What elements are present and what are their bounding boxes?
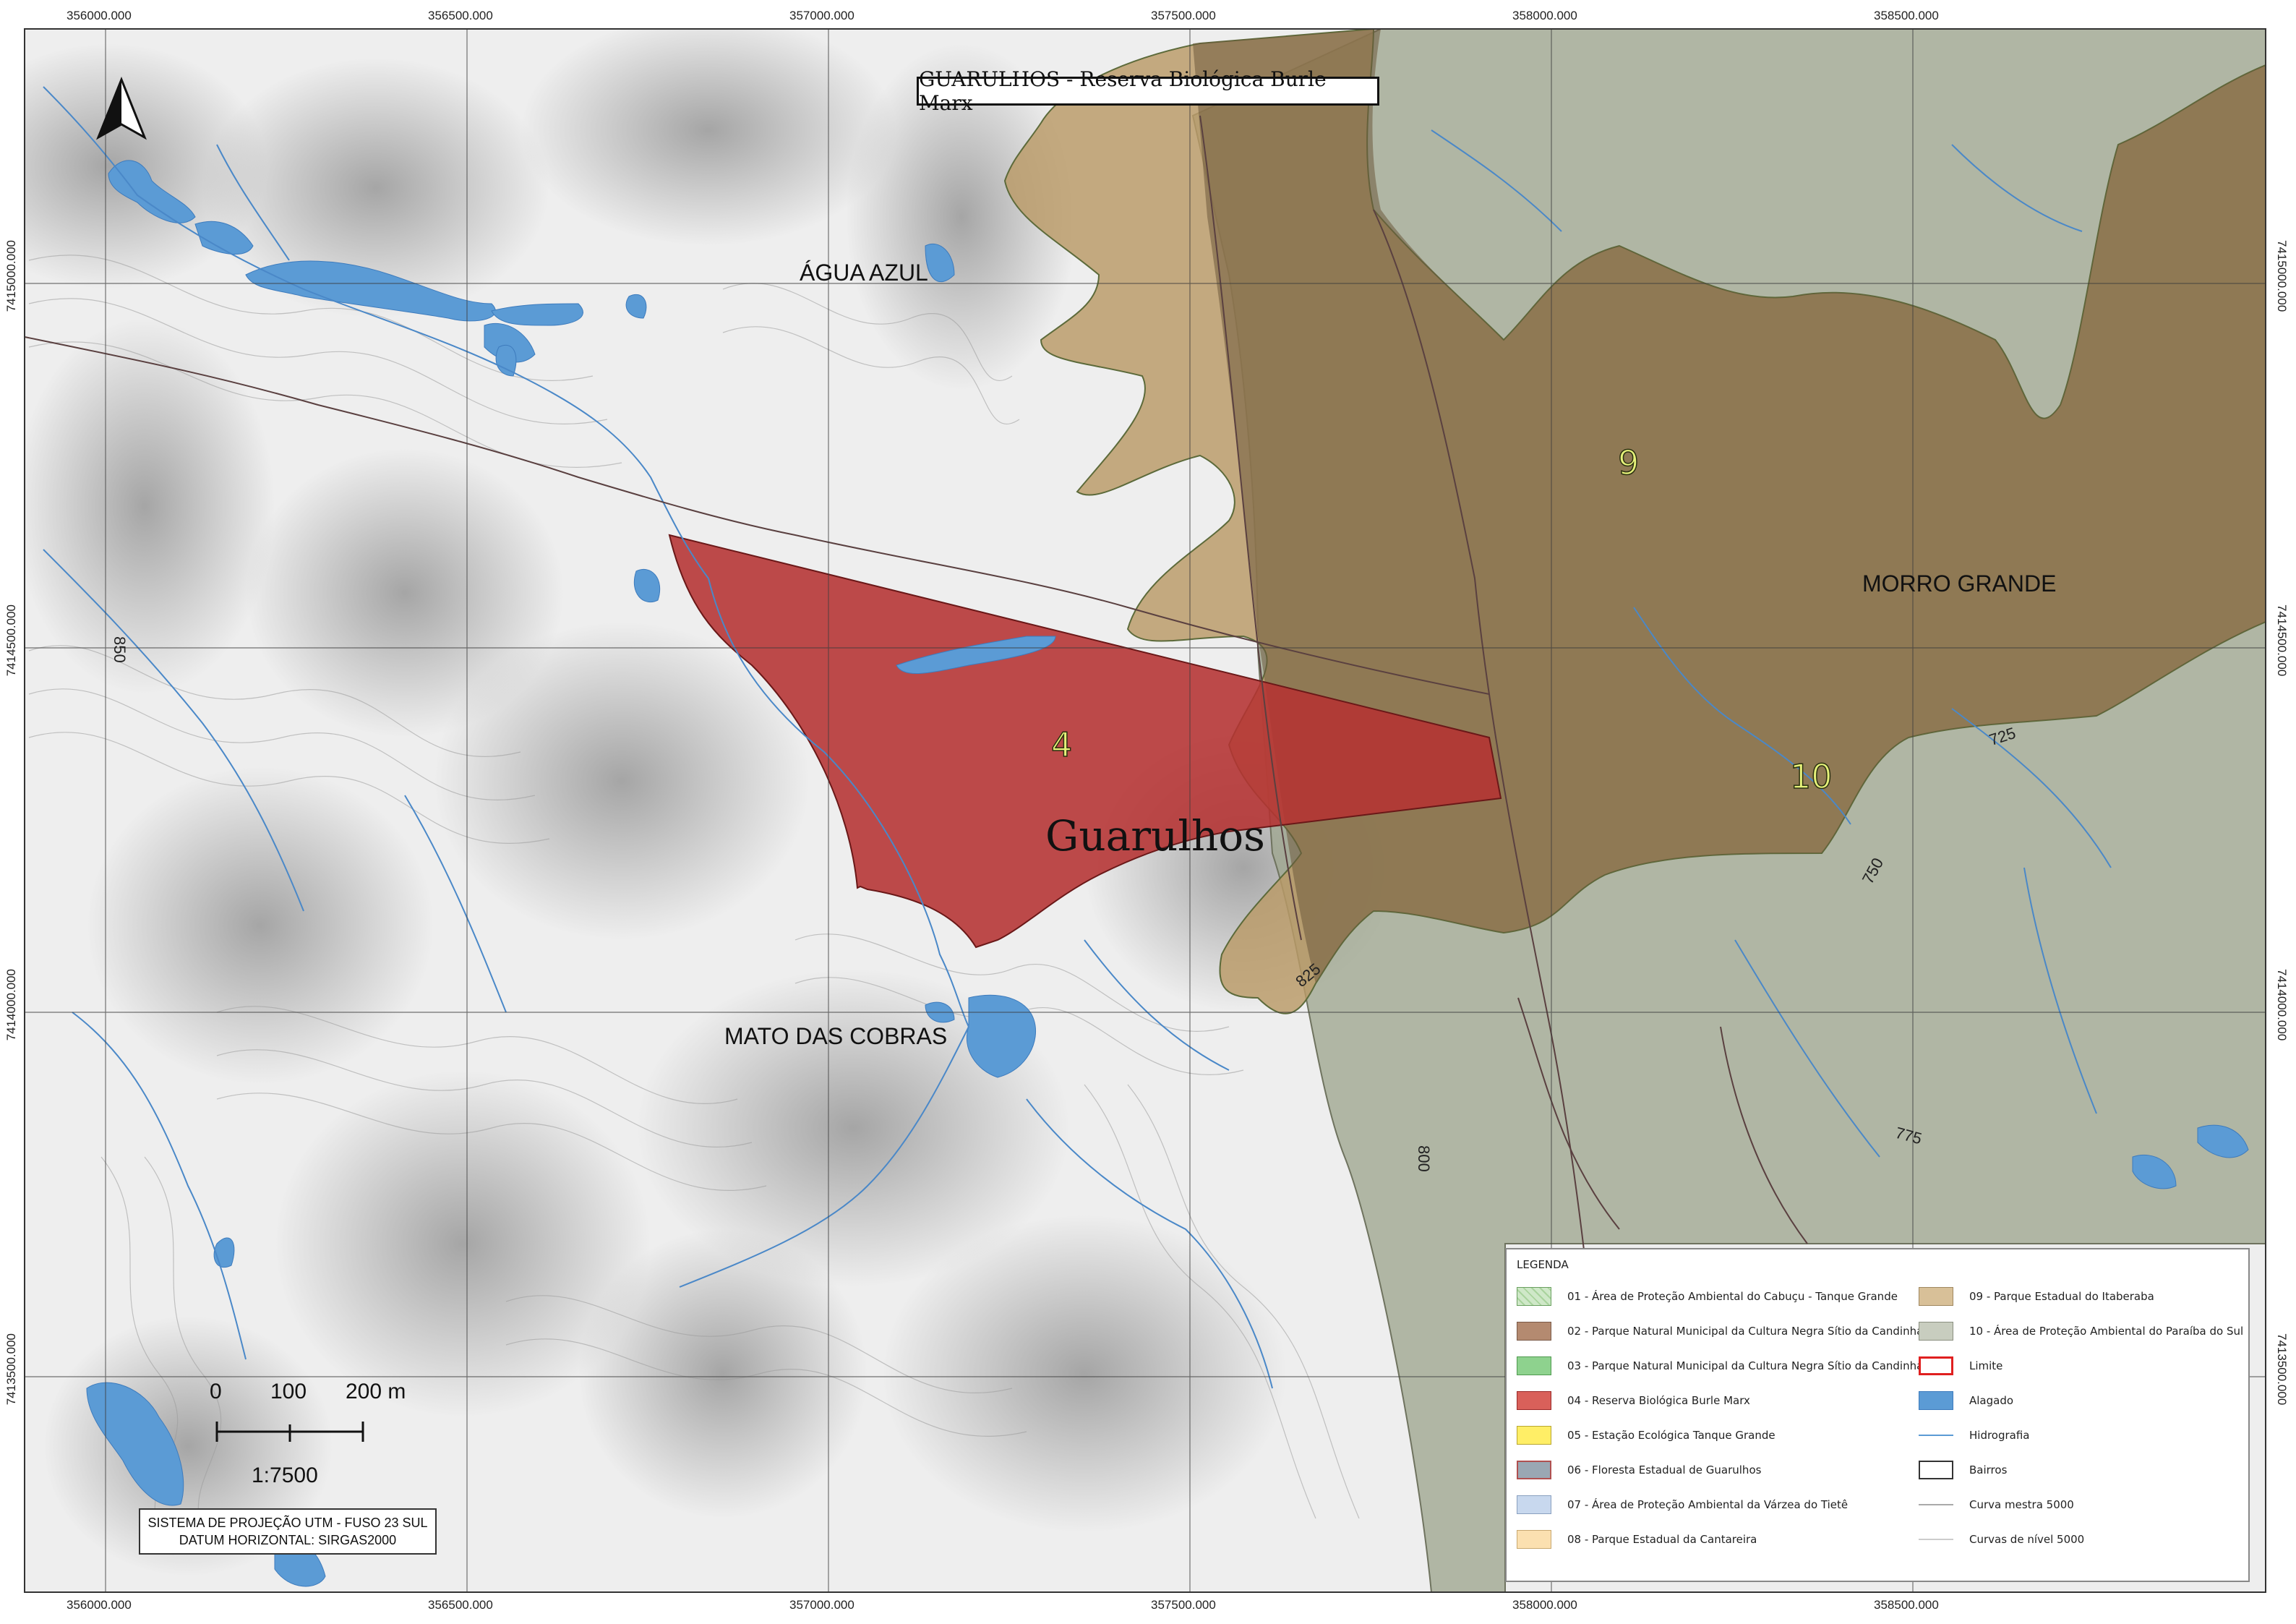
legend-label-alagado: Alagado [1969, 1394, 2014, 1407]
coord-right-2: 7414500.000 [2275, 604, 2289, 677]
legend-item-01: 01 - Área de Proteção Ambiental do Cabuç… [1517, 1286, 1898, 1307]
legend-item-08: 08 - Parque Estadual da Cantareira [1517, 1529, 1757, 1550]
coord-left-3: 7414000.000 [4, 969, 18, 1041]
legend-swatch-05 [1517, 1426, 1551, 1445]
contour-lines [28, 255, 1360, 1555]
coord-top-2: 356500.000 [428, 9, 493, 22]
legend-label-curva-mestra: Curva mestra 5000 [1969, 1498, 2074, 1511]
scale-tick-100: 100 [270, 1380, 307, 1403]
legend: LEGENDA 01 - Área de Proteção Ambiental … [1505, 1248, 2250, 1582]
projection-line-2: DATUM HORIZONTAL: SIRGAS2000 [179, 1533, 397, 1547]
legend-swatch-hidrografia [1919, 1426, 1953, 1445]
coord-bottom-3: 357000.000 [789, 1598, 854, 1612]
legend-swatch-03 [1517, 1356, 1551, 1375]
coord-top-3: 357000.000 [789, 9, 854, 22]
coord-bottom-5: 358000.000 [1512, 1598, 1577, 1612]
legend-swatch-09 [1919, 1287, 1953, 1306]
legend-swatch-04 [1517, 1391, 1551, 1410]
legend-swatch-02 [1517, 1322, 1551, 1341]
water-bodies [86, 160, 2249, 1587]
label-agua-azul: ÁGUA AZUL [800, 260, 928, 286]
coord-top-1: 356000.000 [67, 9, 132, 22]
legend-label-03: 03 - Parque Natural Municipal da Cultura… [1567, 1359, 1924, 1372]
coord-bottom-4: 357500.000 [1151, 1598, 1216, 1612]
projection-info: SISTEMA DE PROJEÇÃO UTM - FUSO 23 SUL DA… [139, 1508, 437, 1555]
legend-label-04: 04 - Reserva Biológica Burle Marx [1567, 1394, 1750, 1407]
legend-swatch-alagado [1919, 1391, 1953, 1410]
area-4-polygon [668, 534, 1502, 949]
coord-bottom-1: 356000.000 [67, 1598, 132, 1612]
scale-bar [215, 1422, 364, 1442]
legend-label-06: 06 - Floresta Estadual de Guarulhos [1567, 1463, 1762, 1476]
area-number-4: 4 [1051, 725, 1072, 764]
legend-label-08: 08 - Parque Estadual da Cantareira [1567, 1533, 1757, 1546]
legend-label-01: 01 - Área de Proteção Ambiental do Cabuç… [1567, 1290, 1898, 1303]
hydrography [43, 86, 2112, 1389]
legend-item-09: 09 - Parque Estadual do Itaberaba [1919, 1286, 2154, 1307]
legend-swatch-curva-mestra [1919, 1495, 1953, 1514]
coord-top-5: 358000.000 [1512, 9, 1577, 22]
legend-label-05: 05 - Estação Ecológica Tanque Grande [1567, 1429, 1775, 1442]
coord-left-4: 7413500.000 [4, 1333, 18, 1406]
coord-right-3: 7414000.000 [2275, 969, 2289, 1041]
legend-item-04: 04 - Reserva Biológica Burle Marx [1517, 1390, 1750, 1411]
legend-item-alagado: Alagado [1919, 1390, 2013, 1411]
label-morro-grande: MORRO GRANDE [1862, 570, 2056, 597]
legend-swatch-bairros [1919, 1461, 1953, 1479]
legend-swatch-06 [1517, 1461, 1551, 1479]
contour-label-850: 850 [111, 636, 129, 663]
legend-item-02: 02 - Parque Natural Municipal da Cultura… [1517, 1320, 1923, 1342]
scale-ratio: 1:7500 [252, 1463, 318, 1487]
legend-label-07: 07 - Área de Proteção Ambiental da Várze… [1567, 1498, 1849, 1511]
scale-tick-200: 200 m [346, 1380, 406, 1403]
roads [25, 115, 1808, 1447]
legend-label-10: 10 - Área de Proteção Ambiental do Paraí… [1969, 1325, 2244, 1338]
legend-item-curva-mestra: Curva mestra 5000 [1919, 1494, 2074, 1516]
legend-item-07: 07 - Área de Proteção Ambiental da Várze… [1517, 1494, 1848, 1516]
coord-left-2: 7414500.000 [4, 604, 18, 677]
legend-label-hidrografia: Hidrografia [1969, 1429, 2030, 1442]
coord-right-1: 7415000.000 [2275, 240, 2289, 312]
legend-swatch-07 [1517, 1495, 1551, 1514]
legend-item-03: 03 - Parque Natural Municipal da Cultura… [1517, 1355, 1923, 1377]
legend-swatch-08 [1517, 1530, 1551, 1549]
projection-line-1: SISTEMA DE PROJEÇÃO UTM - FUSO 23 SUL [147, 1516, 428, 1530]
contour-label-800: 800 [1415, 1145, 1433, 1172]
legend-swatch-limite [1919, 1356, 1953, 1375]
coord-bottom-6: 358500.000 [1874, 1598, 1939, 1612]
label-municipality: Guarulhos [1045, 811, 1265, 860]
scale-tick-0: 0 [210, 1380, 222, 1403]
legend-swatch-curvas-nivel [1919, 1530, 1953, 1549]
label-mato-das-cobras: MATO DAS COBRAS [724, 1023, 947, 1049]
legend-item-limite: Limite [1919, 1355, 2002, 1377]
legend-label-bairros: Bairros [1969, 1463, 2008, 1476]
north-arrow-icon [96, 76, 147, 140]
legend-label-02: 02 - Parque Natural Municipal da Cultura… [1567, 1325, 1924, 1338]
legend-label-limite: Limite [1969, 1359, 2003, 1372]
legend-swatch-10 [1919, 1322, 1953, 1341]
area-number-10: 10 [1790, 757, 1833, 796]
legend-item-curvas-nivel: Curvas de nível 5000 [1919, 1529, 2084, 1550]
map-frame [24, 28, 2266, 1593]
legend-title: LEGENDA [1517, 1258, 1569, 1271]
coord-bottom-2: 356500.000 [428, 1598, 493, 1612]
map-title: GUARULHOS - Reserva Biológica Burle Marx [917, 67, 1379, 115]
legend-label-09: 09 - Parque Estadual do Itaberaba [1969, 1290, 2154, 1303]
coord-right-4: 7413500.000 [2275, 1333, 2289, 1406]
coord-top-4: 357500.000 [1151, 9, 1216, 22]
area-numbers: 4 9 10 [1050, 443, 1833, 797]
coord-left-1: 7415000.000 [4, 240, 18, 312]
legend-item-hidrografia: Hidrografia [1919, 1424, 2030, 1446]
coord-top-6: 358500.000 [1874, 9, 1939, 22]
legend-swatch-01 [1517, 1287, 1551, 1306]
legend-item-05: 05 - Estação Ecológica Tanque Grande [1517, 1424, 1775, 1446]
legend-label-curvas-nivel: Curvas de nível 5000 [1969, 1533, 2085, 1546]
area-number-9: 9 [1618, 443, 1639, 482]
legend-item-10: 10 - Área de Proteção Ambiental do Paraí… [1919, 1320, 2243, 1342]
place-labels: ÁGUA AZUL MORRO GRANDE MATO DAS COBRAS G… [724, 260, 2056, 1049]
legend-item-06: 06 - Floresta Estadual de Guarulhos [1517, 1459, 1761, 1481]
legend-item-bairros: Bairros [1919, 1459, 2007, 1481]
